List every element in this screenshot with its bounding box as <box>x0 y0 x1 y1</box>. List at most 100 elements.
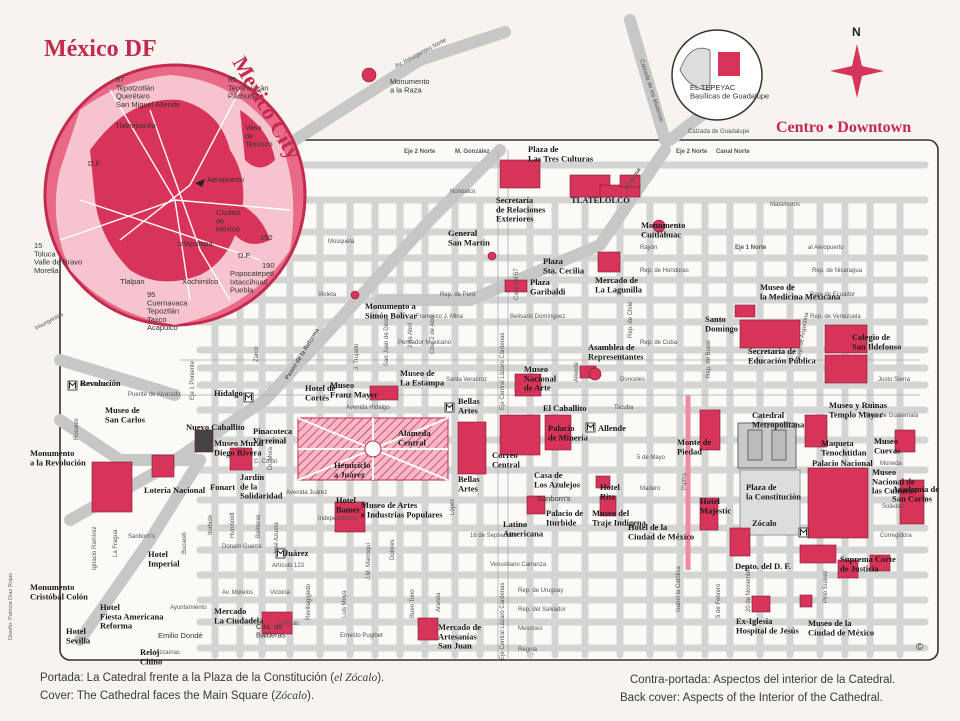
place-emilio-donde: Emilio Dondé <box>158 631 203 640</box>
north-label: N <box>852 25 861 39</box>
street-santa-veracruz: Santa Veracruz <box>446 377 487 383</box>
street-rep-ecuador: Rep. de Ecuador <box>810 292 855 298</box>
street-buen-tono: Buen Tono <box>410 589 416 618</box>
street-isabel: Isabel la Católica <box>676 566 682 612</box>
street-calzada-guadalupe: Calzada de Guadalupe <box>688 129 750 135</box>
street-san-juan-dios: San Juan de Dios <box>384 319 390 366</box>
alameda-park <box>297 417 449 481</box>
street-rosales: Rosales <box>74 418 80 440</box>
road-edges <box>180 150 920 660</box>
street-eje1norte: Eje 1 Norte <box>735 245 767 251</box>
metro-icons <box>67 380 809 559</box>
caption-portada-italic: el Zócalo <box>334 672 378 684</box>
caption-cover-italic: Zócalo <box>275 690 307 702</box>
street-zarco: Zarco <box>254 346 260 362</box>
caption-cover-label: Cover: <box>40 690 74 702</box>
place-revolucion-metro: Revolución <box>80 378 121 388</box>
caption-portada: Portada: La Catedral frente a la Plaza d… <box>40 672 384 684</box>
street-canal-norte: Canal Norte <box>716 149 750 155</box>
place-juarez-metro: Juárez <box>284 548 309 558</box>
place-loteria: Lotería Nacional <box>144 485 206 495</box>
inset-label-aeropuerto: Aeropuerto <box>207 175 244 184</box>
street-grid <box>196 161 929 659</box>
street-matamoros: Matamoros <box>770 202 800 208</box>
place-el-caballito: El Caballito <box>543 403 587 413</box>
street-balderas: Balderas <box>256 514 262 538</box>
caption-cover: Cover: The Cathedral faces the Main Squa… <box>40 690 314 702</box>
street-luis-moya: Luis Moya <box>342 590 348 618</box>
street-dolores: Dolores <box>390 539 396 560</box>
street-rep-salvador: Rep. del Salvador <box>518 607 566 613</box>
street-victoria: Victoria <box>270 590 291 596</box>
street-allende: Allende <box>574 361 580 382</box>
inset-label-iztapalapa: Iztapalapa <box>178 239 213 248</box>
street-comonfort: Cda. 2 de Abril <box>430 315 436 354</box>
street-moneda: Moneda <box>880 461 902 467</box>
copyright-mark: © <box>916 642 924 653</box>
street-la-fragua: La Fragua <box>113 529 119 557</box>
caption-cover-end: ). <box>306 690 315 702</box>
street-dr-mora: Dr. Mora <box>268 446 274 470</box>
street-ayuntamiento: Ayuntamiento <box>170 605 207 611</box>
street-calle57: Calle del 57 <box>514 268 520 300</box>
street-articulo: Artículo 123 <box>272 563 305 569</box>
inset-label-150: 150 <box>260 233 273 242</box>
street-rep-venezuela: Rep. de Venezuela <box>810 314 861 320</box>
street-rep-nicaragua: Rep. de Nicaragua <box>812 268 863 274</box>
design-credit: Diseño: Patricia Díaz Rojas <box>8 573 14 640</box>
place-palacio-nacional: Palacio Nacional <box>812 458 873 468</box>
street-eje2norte-1: Eje 2 Norte <box>404 149 436 155</box>
street-independencia: Independencia <box>318 516 358 522</box>
street-dieciseis: 16 de Septiembre <box>470 533 518 539</box>
street-nonoalco: Nonoalco <box>450 189 476 195</box>
street-eje-lazaro2: Eje Central Lázaro Cárdenas <box>500 583 506 660</box>
caption-contra: Contra-portada: Aspectos del interior de… <box>630 674 896 686</box>
street-iturbide: Iturbide <box>208 514 214 535</box>
street-belisario: Belisario Domínguez <box>510 314 565 320</box>
street-rep-honduras: Rep. de Honduras <box>640 268 689 274</box>
street-ignacio-ramirez: Ignacio Ramírez <box>92 526 98 570</box>
place-tlatelolco: TLATELOLCO <box>571 195 630 205</box>
inset-label-df2: D.F. <box>238 251 251 260</box>
street-revolucion: Revolución <box>80 382 110 388</box>
street-eje-lazaro1: Eje Central Lázaro Cárdenas <box>500 333 506 410</box>
street-dos-abril: 2 de Abril <box>408 323 414 348</box>
street-regina: Regina <box>518 647 538 653</box>
inset-label-xochimilco: Xochimilco <box>182 277 218 286</box>
street-jose-azueta: José Azueta <box>274 522 280 555</box>
street-rep-brasil: Rep. de Brasil <box>706 340 712 378</box>
inset-label-tlalnepantla: Tlalnepantla <box>115 121 157 130</box>
